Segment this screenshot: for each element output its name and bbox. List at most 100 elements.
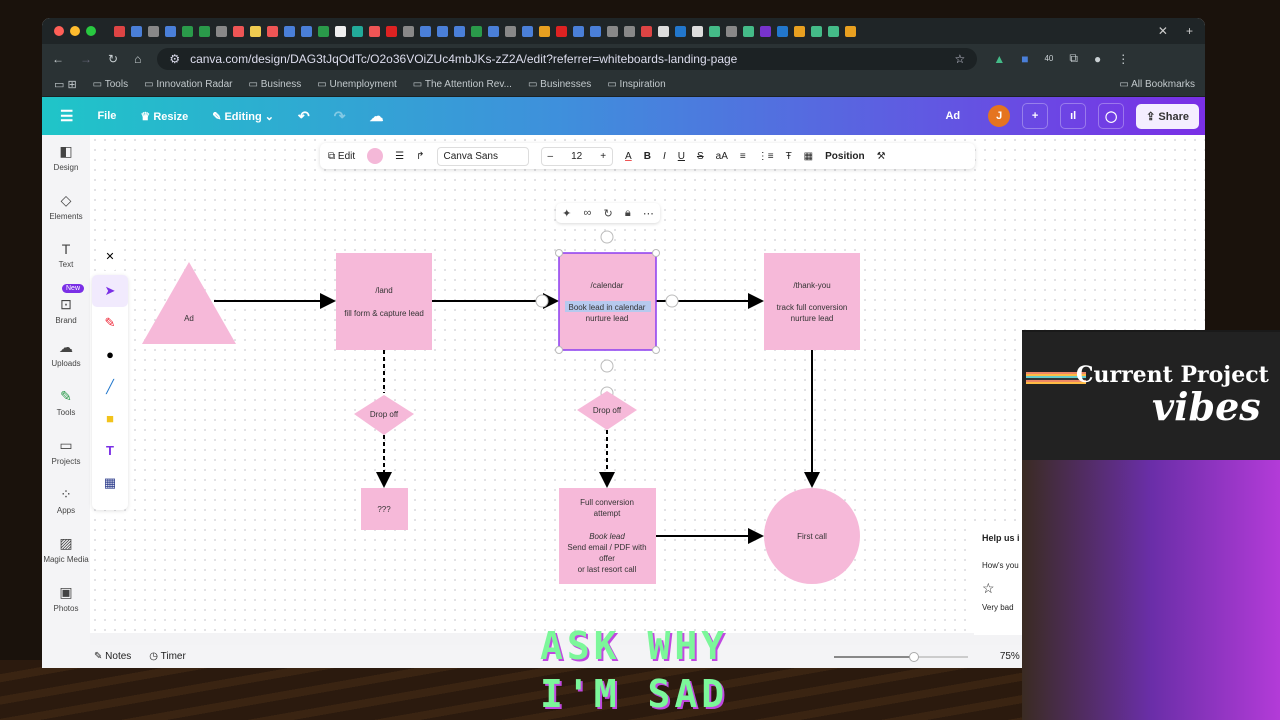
profile-avatar[interactable]: ● — [1093, 51, 1102, 66]
home-icon[interactable]: ⌂ — [134, 51, 142, 66]
full-conversion-box[interactable] — [559, 488, 656, 584]
align-center-icon[interactable]: ≡ — [739, 150, 746, 162]
italic-button[interactable]: I — [662, 150, 666, 162]
edit-button[interactable]: ⧉ Edit — [328, 150, 356, 162]
redo-icon[interactable]: ↷ — [333, 107, 346, 124]
menu-icon[interactable]: ⋮ — [1117, 51, 1130, 66]
cloud-saved-icon[interactable]: ☁ — [369, 107, 384, 124]
unknown-box[interactable] — [361, 488, 408, 530]
sidebar-item-design[interactable]: ◧Design — [42, 135, 90, 184]
text-color-icon[interactable]: A — [625, 150, 632, 162]
ad-label[interactable]: Ad — [945, 110, 961, 122]
bookmark[interactable]: Businesses — [528, 79, 591, 90]
timer-button[interactable]: ◷ Timer — [149, 651, 186, 662]
link-icon[interactable]: ∞ — [583, 207, 592, 219]
sidebar-item-apps[interactable]: ⁘Apps — [42, 478, 90, 527]
sidebar-item-uploads[interactable]: ☁Uploads — [42, 331, 90, 380]
bookmark[interactable]: Innovation Radar — [144, 79, 232, 90]
maximize-window-button[interactable] — [86, 26, 96, 36]
share-button[interactable]: ⇪ Share — [1136, 103, 1199, 129]
sidebar-item-tools[interactable]: ✎Tools — [42, 380, 90, 429]
zoom-slider[interactable] — [833, 651, 968, 662]
star-rating-icon[interactable]: ☆ — [982, 580, 995, 596]
select-pointer-icon[interactable]: ➤ — [92, 275, 128, 307]
more-options-icon[interactable]: ⋯ — [642, 207, 654, 220]
notes-button[interactable]: ✎ Notes — [94, 651, 132, 662]
timer-label: Timer — [160, 651, 186, 662]
zoom-level[interactable]: 75% — [999, 651, 1020, 662]
connector-style-icon[interactable]: ↱ — [416, 150, 425, 162]
land-box[interactable] — [336, 253, 432, 350]
strikethrough-button[interactable]: S — [696, 150, 704, 162]
ad-triangle[interactable] — [142, 262, 236, 344]
extension-icon[interactable]: ■ — [1021, 51, 1029, 66]
sidebar-item-elements[interactable]: ◇Elements — [42, 184, 90, 233]
user-avatar[interactable]: J — [988, 105, 1011, 127]
analytics-icon[interactable]: ıl — [1060, 103, 1087, 129]
add-collaborator-button[interactable]: + — [1022, 103, 1049, 129]
increase-font-button[interactable]: + — [600, 150, 607, 162]
close-window-button[interactable] — [54, 26, 64, 36]
sidebar-item-photos[interactable]: ▣Photos — [42, 576, 90, 625]
reload-icon[interactable]: ↻ — [108, 51, 119, 66]
extension-badge[interactable]: 40 — [1044, 54, 1054, 63]
sidebar-item-projects[interactable]: ▭Projects — [42, 429, 90, 478]
fill-color-swatch[interactable] — [367, 148, 384, 164]
bookmark[interactable]: The Attention Rev... — [413, 79, 512, 90]
apps-grid-icon[interactable]: ⊞ — [54, 78, 76, 91]
spacing-icon[interactable]: Ŧ — [785, 150, 792, 162]
bookmark[interactable]: Tools — [93, 79, 128, 90]
rotate-icon[interactable]: ↻ — [603, 207, 613, 220]
resize-button[interactable]: ♛ Resize — [140, 110, 189, 123]
minimize-window-button[interactable] — [70, 26, 80, 36]
first-call-circle[interactable] — [764, 488, 860, 584]
extension-icon[interactable]: ▲ — [993, 51, 1006, 66]
letter-case-button[interactable]: aA — [715, 150, 728, 162]
drop-off-diamond[interactable] — [577, 391, 637, 430]
site-info-icon[interactable]: ⚙ — [169, 51, 181, 66]
undo-icon[interactable]: ↶ — [298, 107, 310, 124]
font-size-stepper[interactable]: – 12 + — [540, 146, 614, 166]
extensions-puzzle-icon[interactable]: ⧉ — [1069, 51, 1078, 65]
lock-icon[interactable]: 🔒︎ — [624, 206, 631, 219]
all-bookmarks[interactable]: All Bookmarks — [1119, 79, 1205, 90]
forward-icon[interactable]: → — [80, 51, 92, 66]
bookmark[interactable]: Inspiration — [607, 79, 666, 90]
decrease-font-button[interactable]: – — [547, 150, 554, 162]
text-tool-icon[interactable]: T — [106, 443, 114, 458]
back-icon[interactable]: ← — [52, 51, 64, 66]
comment-icon[interactable]: ◯ — [1098, 103, 1125, 129]
pen-icon[interactable]: ✎ — [104, 315, 116, 330]
sticky-note-icon[interactable]: ■ — [106, 411, 114, 426]
bookmark[interactable]: Unemployment — [317, 79, 397, 90]
thank-you-box[interactable] — [764, 253, 860, 350]
sidebar-item-brand[interactable]: New⊡Brand — [42, 282, 90, 331]
underline-button[interactable]: U — [677, 150, 685, 162]
position-button[interactable]: Position — [825, 150, 865, 162]
font-size-value[interactable]: 12 — [571, 150, 583, 162]
border-style-icon[interactable]: ☰ — [395, 150, 405, 162]
url-field[interactable]: ⚙canva.com/design/DAG3tJqOdTc/O2o36VOiZU… — [157, 47, 978, 70]
bookmark-star-icon[interactable]: ☆ — [954, 51, 966, 66]
font-family-dropdown[interactable]: Canva Sans — [436, 146, 529, 166]
line-icon[interactable]: ╱ — [106, 379, 114, 394]
list-icon[interactable]: ⋮≡ — [757, 150, 774, 162]
bold-button[interactable]: B — [643, 150, 651, 162]
close-tools-icon[interactable]: ✕ — [96, 243, 124, 271]
sidebar-item-magic-media[interactable]: ▨Magic Media — [42, 527, 90, 576]
shapes-icon[interactable]: ● — [106, 347, 114, 362]
close-tab-icon[interactable]: ✕ — [1157, 24, 1168, 38]
drop-off-diamond[interactable] — [354, 395, 414, 435]
transparency-icon[interactable]: ▦ — [803, 150, 814, 162]
editing-mode-dropdown[interactable]: ✎ Editing ⌄ — [212, 110, 275, 123]
copy-style-icon[interactable]: ⚒ — [876, 150, 886, 162]
new-tab-button[interactable]: + — [1185, 24, 1193, 38]
magic-edit-icon[interactable]: ✦ — [562, 207, 572, 220]
calendar-selected-text[interactable]: Book lead in calendar — [569, 303, 646, 312]
file-menu[interactable]: File — [97, 110, 117, 122]
bookmark[interactable]: Business — [248, 79, 302, 90]
table-icon[interactable]: ▦ — [103, 475, 117, 490]
pinned-tabs[interactable] — [114, 25, 856, 37]
hamburger-menu-icon[interactable]: ☰ — [60, 108, 74, 125]
